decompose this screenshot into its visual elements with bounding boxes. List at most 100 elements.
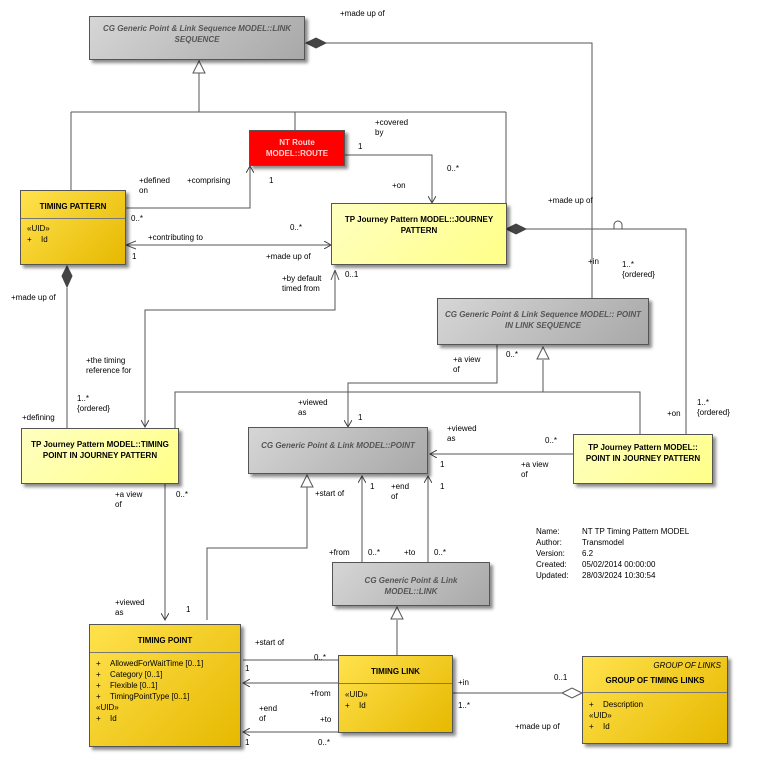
compartment-divider [339, 683, 452, 684]
meta-created: Created:05/02/2014 00:00:00 [536, 560, 656, 569]
role-label: +end of [391, 482, 410, 501]
role-label: +the timing reference for [86, 356, 132, 375]
compartment-divider [90, 652, 240, 653]
multiplicity-label: 0..* [290, 223, 303, 232]
role-label: +in [588, 257, 599, 266]
attribute-id: +Id [27, 235, 48, 244]
multiplicity-label: 0..* [447, 164, 460, 173]
role-label: +in [458, 678, 469, 687]
attribute-id: +Id [589, 722, 610, 731]
role-label: +defined on [139, 176, 170, 195]
class-link[interactable]: CG Generic Point & Link MODEL::LINK [332, 562, 490, 606]
multiplicity-label: 0..* [314, 653, 327, 662]
class-title: TP Journey Pattern MODEL::JOURNEY PATTER… [344, 215, 494, 235]
role-label: +made up of [11, 293, 56, 302]
class-title: CG Generic Point & Link MODEL::LINK [364, 576, 458, 596]
role-label: +on [392, 181, 406, 190]
attribute-list: +Description «UID» +Id [583, 699, 727, 732]
attribute: +Description [589, 700, 644, 709]
role-label: +end of [259, 704, 278, 723]
class-timing-point[interactable]: TIMING POINT +AllowedForWaitTime [0..1] … [89, 624, 241, 747]
class-title: CG Generic Point & Link MODEL::POINT [261, 441, 415, 450]
meta-name: Name:NT TP Timing Pattern MODEL [536, 527, 690, 536]
multiplicity-label: 0..* [506, 350, 519, 359]
stereotype: «UID» [345, 690, 368, 699]
multiplicity-label: 1 [245, 664, 250, 673]
role-label: +to [320, 715, 332, 724]
multiplicity-label: 1 [269, 176, 274, 185]
route-jp [345, 154, 432, 203]
class-group-of-timing-links[interactable]: GROUP OF LINKS GROUP OF TIMING LINKS +De… [582, 656, 728, 744]
jp-pijp [526, 228, 687, 434]
class-title: TP Journey Pattern MODEL:: POINT IN JOUR… [585, 443, 701, 463]
class-title: TIMING PATTERN [39, 202, 107, 211]
attribute: +Flexible [0..1] [96, 681, 158, 690]
role-label: +from [310, 689, 331, 698]
role-label: +by default timed from [282, 274, 322, 293]
role-label: +contributing to [148, 233, 203, 242]
class-title: CG Generic Point & Link Sequence MODEL::… [102, 24, 292, 44]
stereotype: «UID» [589, 711, 612, 720]
multiplicity-label: 1 [132, 252, 137, 261]
multiplicity-label: 1 [358, 413, 363, 422]
role-label: +made up of [340, 9, 385, 18]
role-label: +viewed as [298, 398, 328, 417]
multiplicity-label: 0..1 [554, 673, 568, 682]
role-label: +viewed as [447, 424, 477, 443]
multiplicity-label: 0..* [176, 490, 189, 499]
gen-tp-point [206, 487, 308, 620]
meta-author: Author:Transmodel [536, 538, 624, 547]
attribute-id: +Id [96, 714, 117, 723]
class-title: TP Journey Pattern MODEL::TIMING POINT I… [31, 440, 169, 460]
made-up-of-top [326, 42, 593, 298]
class-timing-link[interactable]: TIMING LINK «UID» +Id [338, 655, 453, 733]
multiplicity-label: 0..* [434, 548, 447, 557]
attribute: +TimingPointType [0..1] [96, 692, 190, 701]
multiplicity-label: 1 [370, 482, 375, 491]
meta-version: Version:6.2 [536, 549, 594, 558]
multiplicity-label: 1..* [458, 701, 471, 710]
role-label: +covered by [375, 118, 409, 137]
jp-tpijp [145, 270, 336, 427]
attribute-id: +Id [345, 701, 366, 710]
role-label: +a view of [453, 355, 481, 374]
class-journey-pattern[interactable]: TP Journey Pattern MODEL::JOURNEY PATTER… [331, 203, 507, 265]
pils-point [348, 345, 498, 427]
role-label: +comprising [187, 176, 231, 185]
role-label: +on [667, 409, 681, 418]
role-label: +viewed as [115, 598, 145, 617]
role-label: +start of [315, 489, 345, 498]
gen-link-sequence [70, 60, 507, 203]
role-label: +from [329, 548, 350, 557]
multiplicity-label: 1 [186, 605, 191, 614]
class-title: TIMING LINK [371, 667, 420, 676]
class-point-in-journey-pattern[interactable]: TP Journey Pattern MODEL:: POINT IN JOUR… [573, 434, 713, 484]
multiplicity-label: 1 [358, 142, 363, 151]
role-label: +to [404, 548, 416, 557]
class-title: NT Route MODEL::ROUTE [265, 138, 329, 158]
class-point[interactable]: CG Generic Point & Link MODEL::POINT [248, 427, 428, 474]
multiplicity-label: 0..1 [345, 270, 359, 279]
multiplicity-label: 1 [440, 482, 445, 491]
multiplicity-label: 0..* [368, 548, 381, 557]
multiplicity-label: 1 [245, 738, 250, 747]
stereotype: «UID» [96, 703, 119, 712]
role-label: +made up of [548, 196, 593, 205]
multiplicity-label: 0..* [545, 436, 558, 445]
class-route[interactable]: NT Route MODEL::ROUTE [249, 130, 345, 166]
multiplicity-label: 0..* [131, 214, 144, 223]
role-label: +start of [255, 638, 285, 647]
class-link-sequence[interactable]: CG Generic Point & Link Sequence MODEL::… [89, 16, 305, 60]
attribute: +Category [0..1] [96, 670, 163, 679]
class-point-in-link-sequence[interactable]: CG Generic Point & Link Sequence MODEL::… [437, 298, 649, 345]
role-label: +defining [22, 413, 55, 422]
role-label: +made up of [515, 722, 560, 731]
attribute-list: +AllowedForWaitTime [0..1] +Category [0.… [90, 658, 240, 724]
class-timing-point-in-journey-pattern[interactable]: TP Journey Pattern MODEL::TIMING POINT I… [21, 428, 179, 484]
class-timing-pattern[interactable]: TIMING PATTERN «UID» +Id [20, 190, 126, 265]
attribute: +AllowedForWaitTime [0..1] [96, 659, 204, 668]
multiplicity-label: 1..* {ordered} [697, 398, 730, 417]
multiplicity-label: 1..* {ordered} [622, 260, 655, 279]
compartment-divider [583, 692, 727, 693]
